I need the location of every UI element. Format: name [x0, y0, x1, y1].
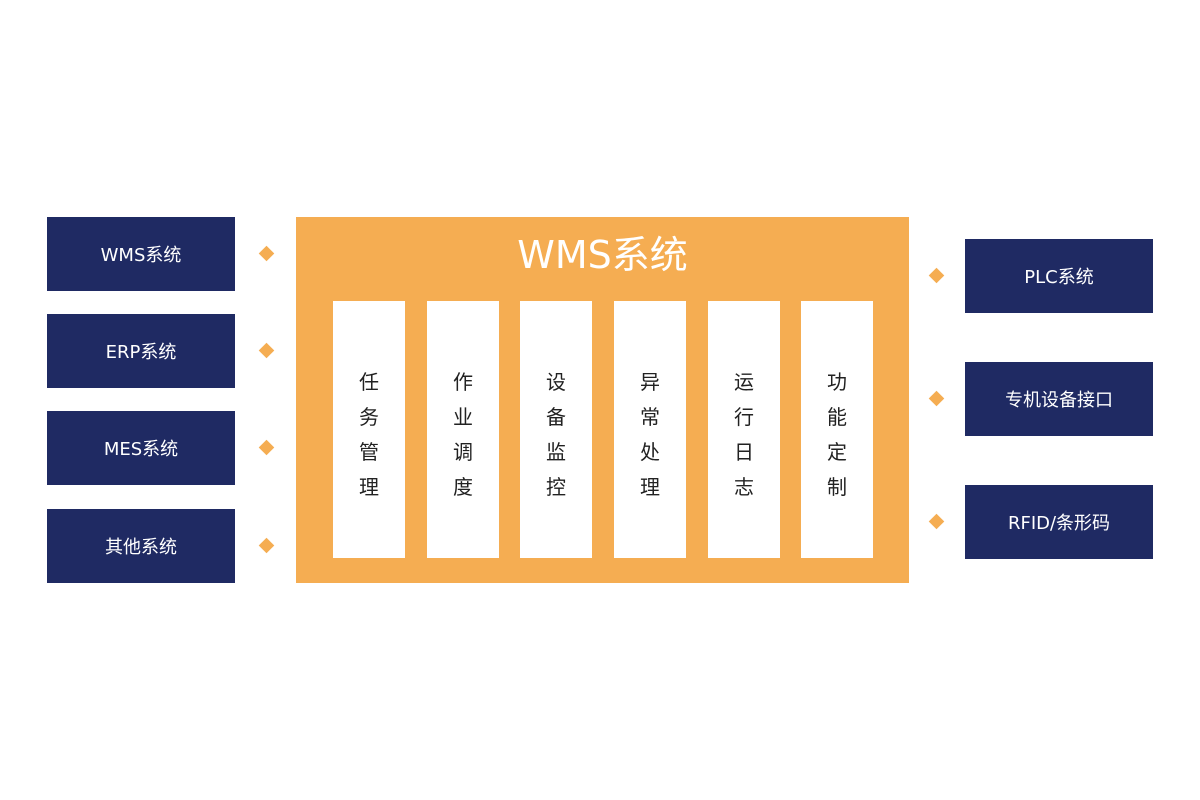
- module-label-char: 调: [453, 440, 473, 464]
- module-label-char: 常: [640, 405, 660, 429]
- module-label-char: 能: [827, 405, 847, 429]
- module-device-monitoring: 设备监控: [520, 301, 592, 558]
- module-exception-handling: 异常处理: [614, 301, 686, 558]
- module-label-char: 日: [734, 440, 754, 464]
- module-label-char: 处: [640, 440, 660, 464]
- module-label: 功能定制: [801, 365, 873, 505]
- connector-diamond-icon: [928, 513, 945, 530]
- module-label-char: 志: [734, 475, 754, 499]
- right-system-plc: PLC系统: [965, 239, 1153, 313]
- module-label-char: 作: [453, 370, 473, 394]
- module-label-char: 管: [359, 440, 379, 464]
- module-label-char: 监: [546, 440, 566, 464]
- connector-diamond-icon: [928, 390, 945, 407]
- module-label: 运行日志: [708, 365, 780, 505]
- module-label-char: 设: [546, 370, 566, 394]
- module-run-log: 运行日志: [708, 301, 780, 558]
- left-system-wms: WMS系统: [47, 217, 235, 291]
- module-label-char: 务: [359, 405, 379, 429]
- module-label-char: 功: [827, 370, 847, 394]
- module-label: 任务管理: [333, 365, 405, 505]
- right-system-label: PLC系统: [1024, 267, 1094, 288]
- module-label: 作业调度: [427, 365, 499, 505]
- module-label-char: 度: [453, 475, 473, 499]
- module-label-char: 定: [827, 440, 847, 464]
- left-system-other: 其他系统: [47, 509, 235, 583]
- connector-diamond-icon: [258, 245, 275, 262]
- left-system-label: 其他系统: [105, 537, 177, 558]
- module-label-char: 任: [359, 370, 379, 394]
- module-label: 设备监控: [520, 365, 592, 505]
- connector-diamond-icon: [258, 342, 275, 359]
- module-label-char: 控: [546, 475, 566, 499]
- module-label-char: 运: [734, 370, 754, 394]
- wms-panel-title: WMS系统: [517, 233, 688, 277]
- right-system-label: RFID/条形码: [1007, 513, 1111, 534]
- module-label-char: 理: [640, 475, 660, 499]
- connector-diamond-icon: [258, 537, 275, 554]
- left-system-label: WMS系统: [100, 245, 182, 266]
- module-label-char: 异: [640, 370, 660, 394]
- right-system-rfid-barcode: RFID/条形码: [965, 485, 1153, 559]
- module-job-scheduling: 作业调度: [427, 301, 499, 558]
- left-system-mes: MES系统: [47, 411, 235, 485]
- module-label: 异常处理: [614, 365, 686, 505]
- module-label-char: 业: [453, 405, 473, 429]
- right-system-label: 专机设备接口: [1005, 390, 1113, 411]
- left-system-label: MES系统: [103, 439, 179, 460]
- module-custom-functions: 功能定制: [801, 301, 873, 558]
- connector-diamond-icon: [258, 439, 275, 456]
- right-system-device-interface: 专机设备接口: [965, 362, 1153, 436]
- wms-system-panel: WMS系统 任务管理 作业调度 设备监控 异常处理 运行日志 功能定制: [296, 217, 909, 583]
- module-label-char: 理: [359, 475, 379, 499]
- module-label-char: 备: [546, 405, 566, 429]
- left-system-label: ERP系统: [105, 342, 177, 363]
- left-system-erp: ERP系统: [47, 314, 235, 388]
- module-label-char: 制: [827, 475, 847, 499]
- module-task-management: 任务管理: [333, 301, 405, 558]
- connector-diamond-icon: [928, 267, 945, 284]
- module-label-char: 行: [734, 405, 754, 429]
